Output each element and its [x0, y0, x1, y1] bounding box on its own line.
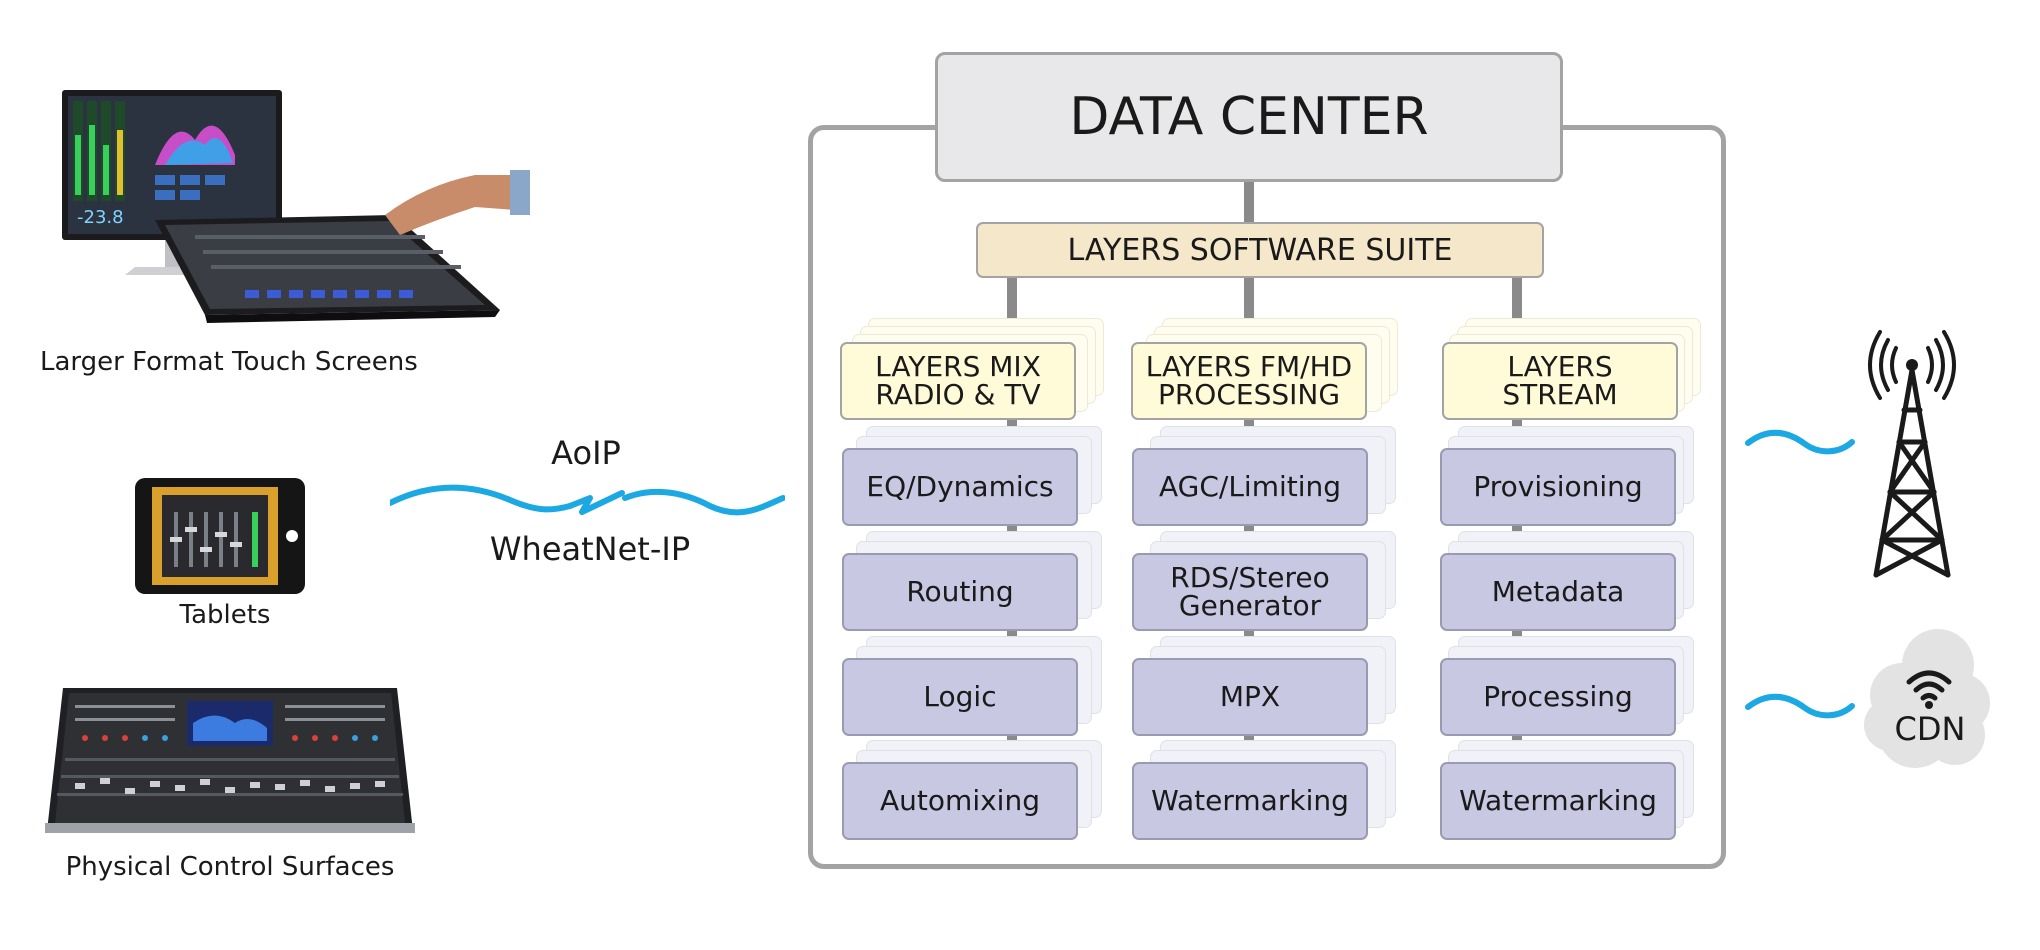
touch-screens-label: Larger Format Touch Screens — [40, 347, 418, 377]
wifi-icon — [1905, 666, 1953, 710]
cdn-label: CDN — [1894, 710, 1966, 748]
tablets-label: Tablets — [179, 600, 271, 630]
module-agc-limiting: AGC/Limiting — [1132, 448, 1368, 526]
module-eq-dynamics: EQ/Dynamics — [842, 448, 1078, 526]
module-provisioning: Provisioning — [1440, 448, 1676, 526]
layers-fm-hd-header: LAYERS FM/HD PROCESSING — [1131, 342, 1367, 420]
screen-readout: -23.8 — [77, 207, 124, 228]
module-routing: Routing — [842, 553, 1078, 631]
surfaces-label: Physical Control Surfaces — [65, 852, 395, 882]
aoip-label: AoIP — [551, 434, 621, 472]
tablet-image — [134, 477, 306, 595]
module-watermarking-fm: Watermarking — [1132, 762, 1368, 840]
cdn-cloud — [1860, 625, 1990, 775]
module-rds-stereo-generator: RDS/Stereo Generator — [1132, 553, 1368, 631]
wheatnet-label: WheatNet-IP — [489, 530, 691, 568]
module-metadata: Metadata — [1440, 553, 1676, 631]
control-surface-image — [45, 683, 415, 835]
tower-wave — [1745, 428, 1855, 458]
module-logic: Logic — [842, 658, 1078, 736]
module-processing: Processing — [1440, 658, 1676, 736]
module-mpx: MPX — [1132, 658, 1368, 736]
cdn-wave — [1745, 692, 1855, 722]
software-suite-banner: LAYERS SOFTWARE SUITE — [976, 222, 1544, 278]
data-center-title: DATA CENTER — [935, 52, 1563, 182]
title-connector — [1244, 182, 1254, 224]
module-automixing: Automixing — [842, 762, 1078, 840]
module-watermarking-stream: Watermarking — [1440, 762, 1676, 840]
radio-tower-icon — [1866, 330, 1958, 580]
touch-screens-image: -23.8 — [55, 85, 530, 350]
layers-stream-header: LAYERS STREAM — [1442, 342, 1678, 420]
aoip-connection-wave — [387, 478, 786, 538]
layers-mix-header: LAYERS MIX RADIO & TV — [840, 342, 1076, 420]
